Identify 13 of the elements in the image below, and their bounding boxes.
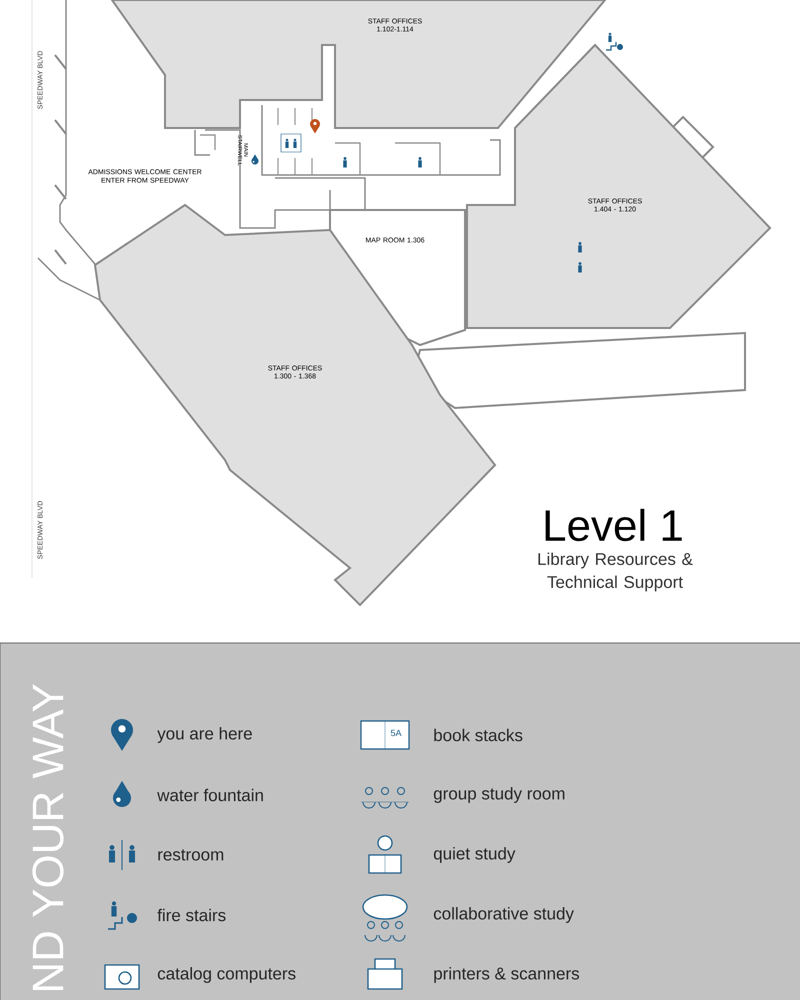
level-subtitle: Library Resources & Technical Support <box>538 552 693 592</box>
legend-text: water fountain <box>157 788 263 802</box>
legend-text: restroom <box>158 849 224 861</box>
level-title: Level 1 <box>546 508 682 542</box>
legend-text: book stacks <box>434 728 522 742</box>
legend-text: printers & scanners <box>434 967 580 983</box>
legend-text: you are here <box>157 727 252 743</box>
legend-text: quiet study <box>434 847 516 863</box>
legend-text: collaborative study <box>434 907 574 923</box>
legend-text: group study room <box>434 787 564 803</box>
panel-heading: ND YOUR WAY <box>32 684 64 990</box>
legend-text: catalog computers <box>158 967 296 983</box>
legend-text: fire stairs <box>157 908 226 922</box>
